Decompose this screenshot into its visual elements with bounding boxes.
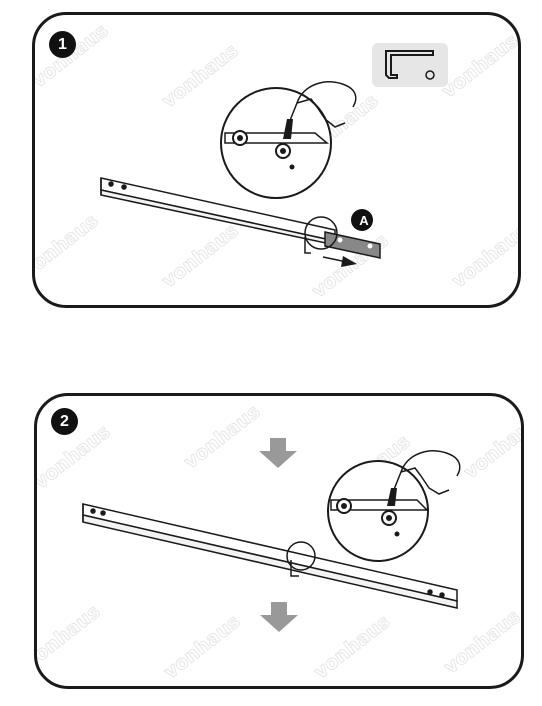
step-number-badge: 1 <box>49 31 76 58</box>
callout-badge <box>351 209 373 231</box>
step-number-badge: 2 <box>51 408 78 435</box>
zoom-detail <box>220 81 357 199</box>
step-2-panel: vonhaus vonhaus vonhaus vonhaus vonhaus … <box>34 393 524 689</box>
arrow-right-icon <box>322 256 357 267</box>
step-1-illustration <box>100 43 448 267</box>
arrow-down-icon <box>259 438 297 468</box>
detail-callout-circle <box>286 541 316 571</box>
zoom-detail <box>327 450 461 562</box>
callout-label: A <box>359 212 369 228</box>
arrow-down-icon <box>260 602 298 632</box>
allen-key-icon <box>372 43 448 87</box>
step-1-panel: vonhaus vonhaus vonhaus vonhaus vonhaus … <box>32 12 521 308</box>
detail-callout-circle <box>304 216 338 250</box>
step-2-illustration <box>82 438 461 632</box>
extension-bar <box>324 231 381 259</box>
frame-rail <box>82 503 458 609</box>
